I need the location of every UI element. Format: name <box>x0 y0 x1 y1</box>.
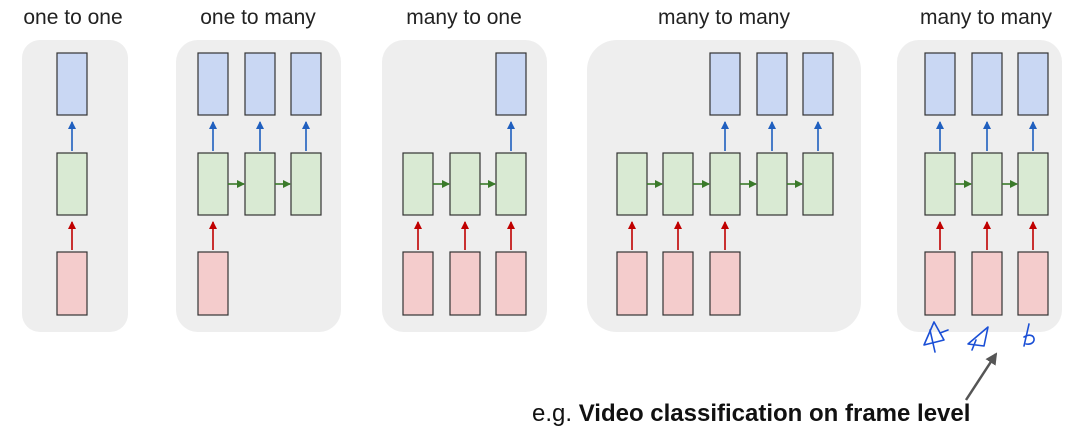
many-to-many-delayed-output-box-2 <box>709 52 741 116</box>
many-to-one-input-box-0 <box>402 251 434 316</box>
many-to-many-synced-output-box-1 <box>971 52 1003 116</box>
many-to-many-delayed-hidden-box-1 <box>662 152 694 216</box>
caption-bold: Video classification on frame level <box>578 400 971 427</box>
one-to-many-hidden-box-0 <box>197 152 229 216</box>
title-one-to-many: one to many <box>200 6 316 29</box>
many-to-many-delayed-input-box-0 <box>616 251 648 316</box>
many-to-many-synced-hidden-box-1 <box>971 152 1003 216</box>
title-many-to-one: many to one <box>406 6 522 29</box>
one-to-many-hidden-box-1 <box>244 152 276 216</box>
many-to-one-hidden-box-0 <box>402 152 434 216</box>
many-to-many-delayed-hidden-box-3 <box>756 152 788 216</box>
many-to-many-synced-input-box-1 <box>971 251 1003 316</box>
title-many-to-many-synced: many to many <box>920 6 1052 29</box>
pointer-arrow <box>964 352 998 401</box>
many-to-many-synced-output-box-2 <box>1017 52 1049 116</box>
many-to-one-input-box-1 <box>449 251 481 316</box>
many-to-one-output-box-2 <box>495 52 527 116</box>
title-one-to-one: one to one <box>23 6 123 29</box>
one-to-many-output-box-1 <box>244 52 276 116</box>
one-to-one-hidden-box-0 <box>56 152 88 216</box>
handwritten-sketch-3 <box>1023 323 1035 347</box>
many-to-one-hidden-box-1 <box>449 152 481 216</box>
many-to-many-delayed-output-box-3 <box>756 52 788 116</box>
one-to-many-hidden-box-2 <box>290 152 322 216</box>
one-to-one-input-box-0 <box>56 251 88 316</box>
handwritten-sketch-1 <box>923 321 949 353</box>
many-to-many-delayed-hidden-box-4 <box>802 152 834 216</box>
title-many-to-many-delayed: many to many <box>658 6 790 29</box>
many-to-many-synced-input-box-2 <box>1017 251 1049 316</box>
many-to-many-synced-hidden-box-2 <box>1017 152 1049 216</box>
many-to-many-synced-input-box-0 <box>924 251 956 316</box>
one-to-many-output-box-0 <box>197 52 229 116</box>
handwritten-sketch-2 <box>967 326 989 351</box>
caption-prefix: e.g. <box>532 400 579 427</box>
many-to-many-synced-output-box-0 <box>924 52 956 116</box>
many-to-many-delayed-input-box-2 <box>709 251 741 316</box>
one-to-many-output-box-2 <box>290 52 322 116</box>
many-to-many-delayed-hidden-box-0 <box>616 152 648 216</box>
many-to-many-synced-hidden-box-0 <box>924 152 956 216</box>
many-to-many-delayed-output-box-4 <box>802 52 834 116</box>
many-to-one-input-box-2 <box>495 251 527 316</box>
one-to-many-input-box-0 <box>197 251 229 316</box>
caption: e.g. Video classification on frame level <box>532 400 970 428</box>
many-to-one-hidden-box-2 <box>495 152 527 216</box>
many-to-many-delayed-input-box-1 <box>662 251 694 316</box>
many-to-many-delayed-hidden-box-2 <box>709 152 741 216</box>
one-to-one-output-box-0 <box>56 52 88 116</box>
